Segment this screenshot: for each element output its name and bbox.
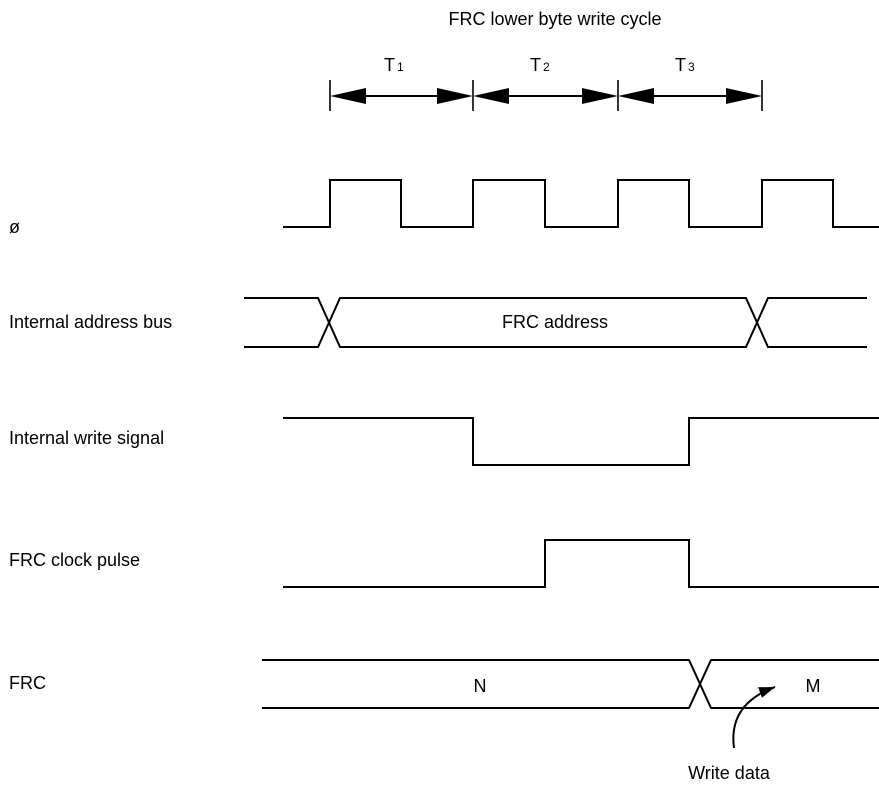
diagram-title: FRC lower byte write cycle — [448, 9, 661, 29]
signal-label-clock-pulse: FRC clock pulse — [9, 550, 140, 570]
frc-value-after: M — [806, 676, 821, 696]
address-bus-value: FRC address — [502, 312, 608, 332]
clock-waveform — [283, 179, 879, 228]
clock-pulse-waveform — [283, 539, 879, 588]
address-bus-waveform — [244, 297, 867, 348]
cycle-dimension-markers — [329, 80, 763, 111]
frc-value-before: N — [474, 676, 487, 696]
write-data-label: Write data — [688, 763, 771, 783]
signal-label-clock: ø — [9, 217, 20, 237]
frc-waveform — [262, 659, 879, 709]
signal-label-write-signal: Internal write signal — [9, 428, 164, 448]
signal-label-frc: FRC — [9, 673, 46, 693]
write-data-arrow — [732, 686, 776, 749]
write-signal-waveform — [283, 417, 879, 466]
signal-label-address-bus: Internal address bus — [9, 312, 172, 332]
